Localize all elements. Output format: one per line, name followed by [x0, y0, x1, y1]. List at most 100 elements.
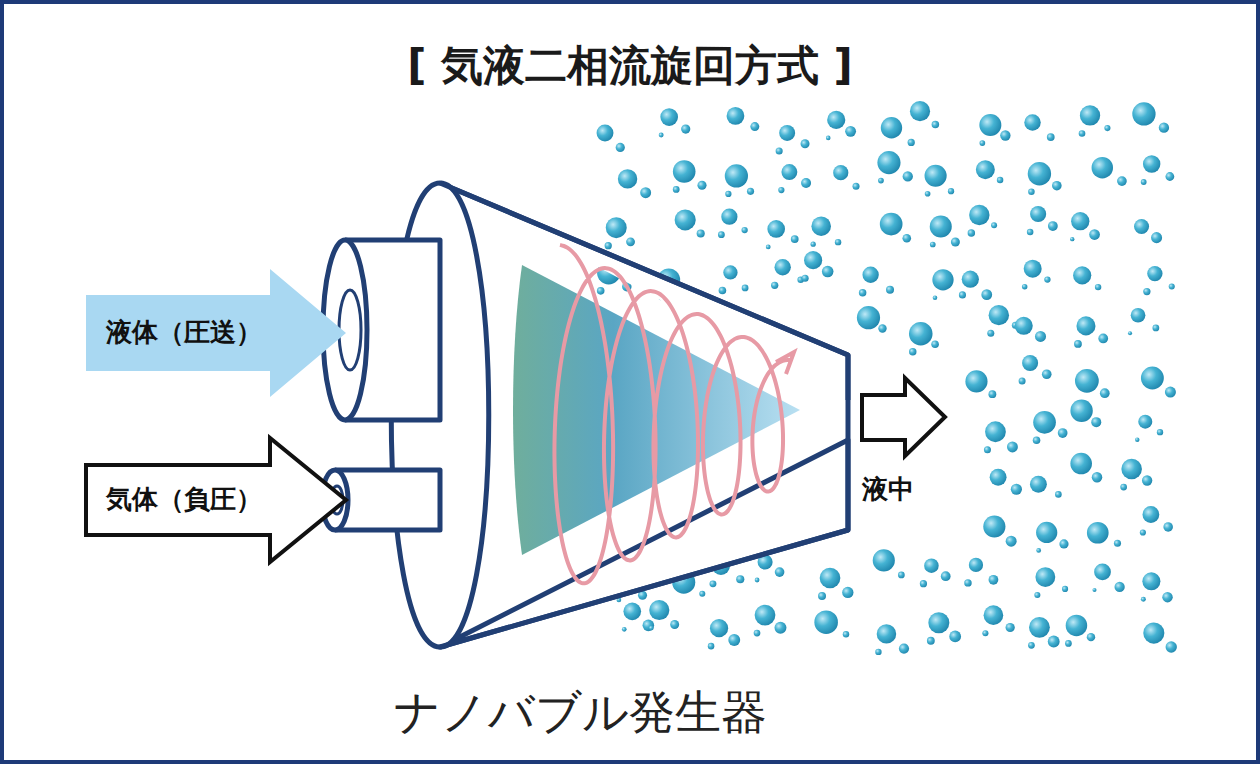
bubble	[1035, 567, 1055, 587]
bubble	[988, 390, 996, 398]
bubble	[723, 265, 737, 279]
bubble	[670, 620, 679, 629]
bubble	[928, 612, 949, 633]
bubble	[718, 231, 725, 238]
bubble	[719, 287, 727, 295]
bubble	[1022, 284, 1028, 290]
bubble	[931, 340, 939, 348]
bubble	[1140, 529, 1146, 535]
bubble	[1143, 155, 1160, 172]
bubble	[991, 222, 997, 228]
bubble	[1114, 540, 1121, 547]
bubble	[814, 610, 838, 634]
bubble	[932, 121, 940, 129]
bubble	[969, 558, 983, 572]
liquid-inlet-arrow: 液体（圧送）	[86, 269, 346, 397]
bubble	[1131, 308, 1146, 323]
bubble	[822, 266, 834, 278]
bubble	[985, 421, 1006, 442]
bubble	[979, 114, 1001, 136]
bubble	[1036, 548, 1041, 553]
bubble	[959, 291, 966, 298]
bubble	[643, 620, 655, 632]
bubble	[1019, 378, 1026, 385]
bubble	[1000, 130, 1010, 140]
bubble	[979, 140, 985, 146]
bubble	[1138, 415, 1152, 429]
bubble	[622, 627, 627, 632]
bubble	[1047, 133, 1055, 141]
bubble	[1073, 266, 1091, 284]
bubble	[1115, 582, 1125, 592]
bubble	[1028, 642, 1035, 649]
bubble	[1163, 522, 1173, 532]
bubble	[951, 238, 960, 247]
bubble	[909, 322, 933, 346]
bubble	[605, 242, 612, 249]
bubble	[697, 181, 706, 190]
bubble	[675, 209, 696, 230]
bubble	[1120, 484, 1127, 491]
bubble	[1076, 316, 1095, 335]
bubble	[1142, 475, 1152, 485]
bubble	[1087, 522, 1109, 544]
bubble	[1141, 367, 1164, 390]
bubble	[1089, 229, 1100, 240]
bubble	[1024, 260, 1042, 278]
bubble	[649, 600, 669, 620]
bubble	[1028, 189, 1035, 196]
bubble	[1143, 288, 1150, 295]
bubble	[853, 183, 860, 190]
bubble	[976, 160, 995, 179]
bubble	[1104, 125, 1110, 131]
bubble	[873, 549, 895, 571]
bubble	[728, 634, 740, 646]
bubble	[903, 171, 913, 181]
bubble	[1070, 400, 1092, 422]
bubble	[775, 567, 785, 577]
bubble	[1165, 387, 1176, 398]
bubble	[1092, 157, 1113, 178]
title: [ 気液二相流旋回方式 ]	[0, 38, 1260, 94]
bubble	[933, 295, 938, 300]
bubble	[1027, 229, 1034, 236]
bubble	[791, 235, 799, 243]
bubble	[802, 275, 809, 282]
bubble	[597, 287, 605, 295]
bubble	[857, 306, 880, 329]
bubble	[811, 216, 831, 236]
bubble	[597, 125, 614, 142]
bubble	[1094, 564, 1111, 581]
bubble	[983, 515, 1005, 537]
bubble	[755, 605, 776, 626]
bubble	[727, 107, 745, 125]
bubble	[710, 619, 728, 637]
bubble	[924, 558, 939, 573]
swirl-flow	[554, 245, 794, 583]
bubble	[1142, 572, 1160, 590]
bubble	[673, 186, 680, 193]
outlet-label: 液中	[862, 472, 914, 507]
bubble	[1087, 633, 1095, 641]
bubble	[781, 164, 797, 180]
bubble	[1100, 388, 1110, 398]
bubble	[820, 568, 841, 589]
bubble	[775, 259, 791, 275]
bubble	[1006, 536, 1017, 547]
bubble	[987, 330, 994, 337]
caption: ナノバブル発生器	[330, 682, 830, 744]
bubble	[1042, 369, 1052, 379]
bubble	[1075, 369, 1099, 393]
bubble	[1044, 276, 1050, 282]
bubble	[626, 237, 635, 246]
cone-housing	[440, 183, 848, 647]
bubble	[826, 136, 831, 141]
bubble	[881, 117, 902, 138]
swirl-line	[554, 245, 790, 583]
bubble	[932, 269, 953, 290]
bubble	[925, 191, 931, 197]
bubble	[771, 282, 778, 289]
bubble	[920, 580, 927, 587]
bubble	[1030, 206, 1046, 222]
bubble	[649, 626, 654, 631]
